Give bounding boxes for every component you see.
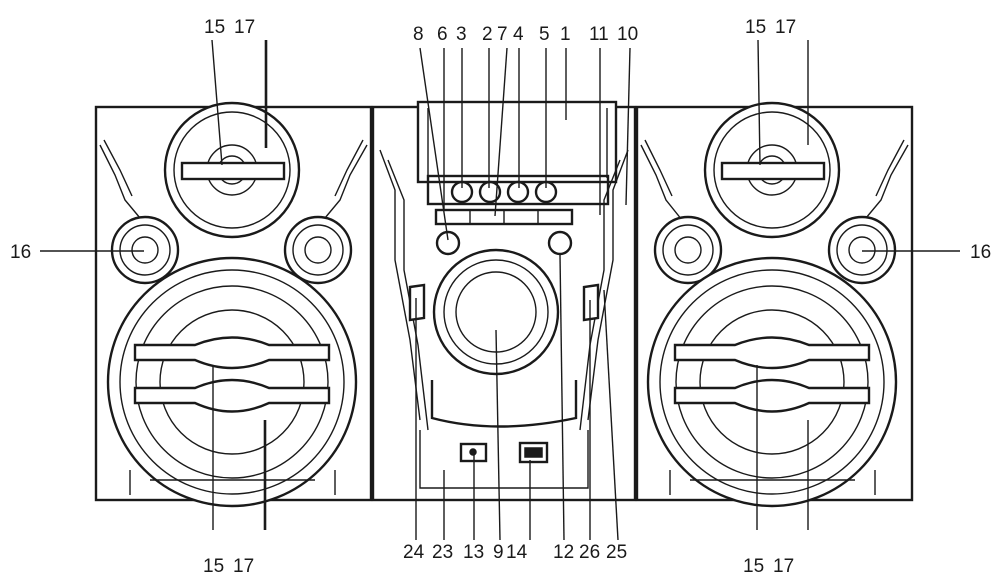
callout-labels: 15 17 15 17 15 17 15 17 16 16 8 6 3 2 7 … bbox=[10, 17, 991, 577]
label-11: 11 bbox=[589, 24, 609, 45]
label-15-top-right: 15 bbox=[745, 17, 766, 38]
label-1: 1 bbox=[560, 24, 571, 45]
cd-door bbox=[416, 100, 618, 184]
label-12: 12 bbox=[553, 542, 574, 563]
left-speaker bbox=[94, 101, 373, 508]
main-unit bbox=[371, 100, 637, 502]
left-speaker-ring-left bbox=[110, 215, 180, 285]
right-speaker-ring-right bbox=[827, 215, 897, 285]
button-12 bbox=[547, 230, 573, 256]
label-17-top-left: 17 bbox=[234, 17, 255, 38]
label-5: 5 bbox=[539, 24, 550, 45]
label-3: 3 bbox=[456, 24, 467, 45]
label-26: 26 bbox=[579, 542, 600, 563]
right-speaker bbox=[635, 101, 914, 508]
label-13: 13 bbox=[463, 542, 484, 563]
label-24: 24 bbox=[403, 542, 425, 563]
left-woofer-bar-upper bbox=[133, 336, 331, 370]
left-speaker-trim-right bbox=[314, 144, 368, 231]
leader-lines bbox=[40, 39, 960, 541]
right-tweeter-bar bbox=[720, 161, 826, 181]
label-15-bottom-left: 15 bbox=[203, 556, 224, 577]
left-speaker-ring-right bbox=[283, 215, 353, 285]
right-speaker-ring-left bbox=[653, 215, 723, 285]
button-4 bbox=[506, 180, 530, 204]
label-25: 25 bbox=[606, 542, 627, 563]
label-8: 8 bbox=[413, 24, 424, 45]
right-speaker-trim-left bbox=[640, 144, 691, 231]
side-button-24 bbox=[408, 283, 426, 322]
label-15-top-left: 15 bbox=[204, 17, 225, 38]
label-2: 2 bbox=[482, 24, 493, 45]
label-17-top-right: 17 bbox=[775, 17, 796, 38]
label-9: 9 bbox=[493, 542, 504, 563]
right-woofer-bar-upper bbox=[673, 336, 871, 370]
label-6: 6 bbox=[437, 24, 448, 45]
label-7: 7 bbox=[497, 24, 508, 45]
button-8 bbox=[435, 230, 461, 256]
label-16-right: 16 bbox=[970, 242, 991, 263]
left-woofer-bar-lower bbox=[133, 378, 331, 413]
left-tweeter-bar bbox=[180, 161, 286, 181]
label-14: 14 bbox=[506, 542, 528, 563]
label-15-bottom-right: 15 bbox=[743, 556, 764, 577]
right-speaker-trim-right bbox=[855, 144, 909, 231]
side-button-26 bbox=[582, 283, 600, 322]
label-23: 23 bbox=[432, 542, 453, 563]
label-10: 10 bbox=[617, 24, 638, 45]
left-speaker-trim-left bbox=[99, 144, 151, 231]
volume-knob-outer bbox=[432, 248, 560, 376]
label-17-bottom-right: 17 bbox=[773, 556, 794, 577]
label-17-bottom-left: 17 bbox=[233, 556, 254, 577]
button-2 bbox=[478, 180, 502, 204]
label-16-left: 16 bbox=[10, 242, 31, 263]
label-4: 4 bbox=[513, 24, 524, 45]
